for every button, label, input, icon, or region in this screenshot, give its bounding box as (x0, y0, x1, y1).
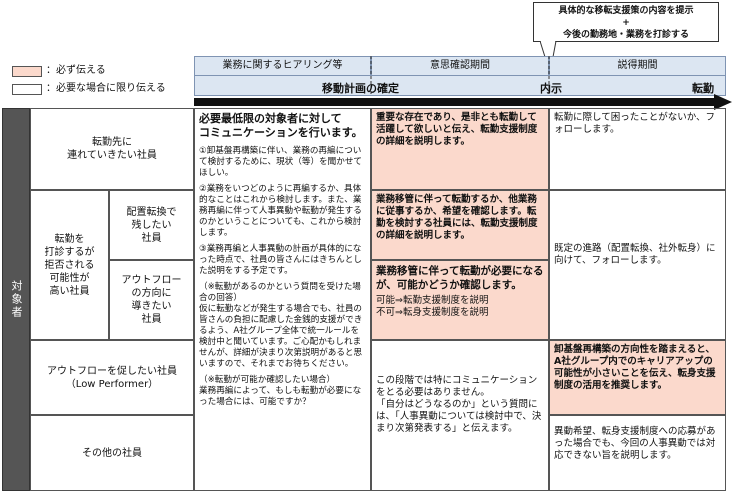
decision-no-comm-cell: この段階では特にコミュニケーションをとる必要はありません。 「自分はどうなるのか… (371, 340, 549, 491)
hearing-guidance-cell: 必要最低限の対象者に対して コミュニケーションを行います。 ①卸基盤再構築に伴い… (194, 108, 371, 491)
decision-relocate-cell: 業務移管に伴って転勤するか、他業務に従事するか、希望を確認します。転勤を検討する… (371, 190, 549, 260)
hearing-heading: 必要最低限の対象者に対して コミュニケーションを行います。 (199, 112, 363, 139)
row-label-reject-group: 転勤を 打診するが 拒否される 可能性が 高い社員 (30, 190, 109, 340)
decision-outflow-heading: 業務移管に伴って転勤が必要になるが、可能かどうか確認します。 (376, 265, 544, 291)
callout-line-2: + (622, 18, 630, 28)
decision-outflow-impossible: 不可⇒転身支援制度を説明 (376, 307, 489, 318)
persuasion-others-cell: 異動希望、転身支援制度への応募があった場合でも、今回の人事異動では対応できない旨… (549, 415, 726, 491)
timeline-notice: 内示 (540, 82, 562, 95)
decision-transfer-cell: 重要な存在であり、是非とも転勤して活躍して欲しいと伝え、転勤支援制度の詳細を説明… (371, 108, 549, 190)
legend-optional-label: ：必要な場合に限り伝える (46, 83, 166, 94)
row-label-relocate: 配置転換で 残したい 社員 (109, 190, 194, 260)
side-label-target: 対象者 (2, 108, 30, 491)
persuasion-low-performer-cell: 卸基盤再構築の方向性を踏まえると、A社グループ内でのキャリアアップの可能性が小さ… (549, 340, 726, 415)
callout-line-1: 具体的な移転支援策の内容を提示 (558, 6, 694, 16)
row-label-others: その他の社員 (30, 415, 194, 491)
legend-must-label: ：必ず伝える (46, 65, 106, 76)
hearing-point-2: ②業務をいつどのように再編するか、具体的なことはこれから検討します。また、業務再… (199, 184, 362, 238)
timeline-plan: 移動計画の確定 (322, 82, 399, 95)
row-label-outflow-guide: アウトフロー の方向に 導きたい 社員 (109, 260, 194, 340)
phase-dividers (370, 56, 550, 96)
legend-optional-swatch (12, 84, 42, 95)
phase-band (194, 76, 726, 96)
callout-box: 具体的な移転支援策の内容を提示 + 今後の勤務地・業務を打診する (533, 2, 719, 42)
timeline-transfer: 転勤 (692, 82, 714, 95)
callout-line-3: 今後の勤務地・業務を打診する (562, 30, 689, 40)
row-label-low-performer: アウトフローを促したい社員 （Low Performer） (30, 340, 194, 415)
persuasion-transfer-cell: 転勤に際して困ったことがないか、フォローします。 (549, 108, 726, 190)
legend-must-swatch (12, 66, 42, 77)
row-label-transfer: 転勤先に 連れていきたい社員 (30, 108, 194, 190)
decision-outflow-possible: 可能⇒転勤支援制度を説明 (376, 295, 489, 306)
persuasion-follow-cell: 既定の進路（配置転換、社外転身）に向けて、フォローします。 (549, 190, 726, 340)
hearing-qa-confirm: （※転勤が可能か確認したい場合） 業務再編によって、もしも転勤が必要になった場合… (199, 375, 362, 407)
timeline-arrow (194, 94, 732, 110)
hearing-qa-transfer: （※転勤があるのかという質問を受けた場合の回答） 仮に転勤などが発生する場合でも… (199, 282, 363, 369)
hearing-point-1: ①卸基盤再構築に伴い、業務の再編について検討するために、現状（等）を聞かせてほし… (199, 146, 363, 178)
decision-outflow-cell: 業務移管に伴って転勤が必要になるが、可能かどうか確認します。 可能⇒転勤支援制度… (371, 260, 549, 340)
hearing-point-3: ③業務再編と人事異動の計画が具体的になった時点で、社員の皆さんにはきちんとした説… (199, 244, 362, 276)
phase-hearing: 業務に関するヒアリング等 (194, 56, 371, 76)
